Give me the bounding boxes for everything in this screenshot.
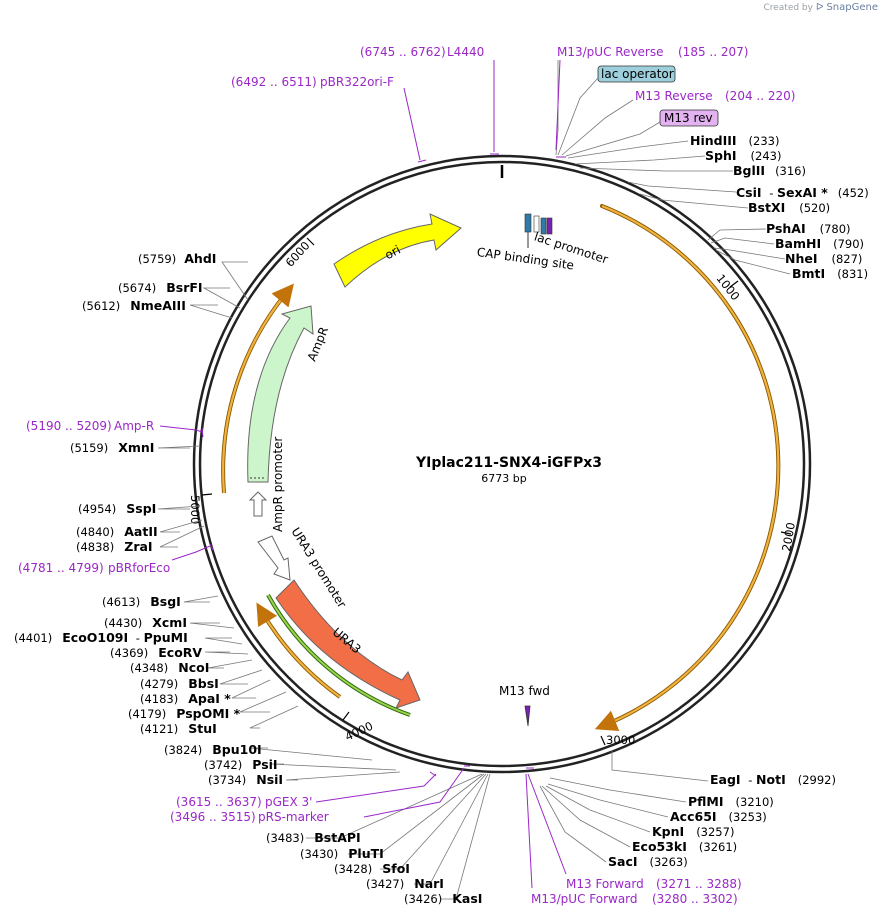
site-kasi: (3426)KasI <box>404 891 482 906</box>
site-pspomi: (4179)PspOMI * <box>128 706 241 721</box>
leader-lines <box>157 60 791 900</box>
primer-pos-pbr322: (6492 .. 6511) <box>231 75 317 89</box>
site-eco53ki: Eco53kI(3261) <box>632 839 737 854</box>
ori-feature <box>333 213 462 288</box>
site-nmeaiii: (5612)NmeAIII <box>82 298 186 313</box>
site-eagi-noti: EagI - NotI(2992) <box>710 772 836 787</box>
primer-name-m13-fwd: M13 Forward <box>566 877 644 891</box>
backbone-outer <box>192 154 812 774</box>
sites-right: HindIII(233) SphI(243) BglII(316) CsiI -… <box>608 133 869 869</box>
lac-operator-box <box>540 217 547 235</box>
site-hindiii: HindIII(233) <box>690 133 779 148</box>
orf-arc-ura <box>256 602 341 698</box>
site-bstapi: (3483)BstAPI <box>266 830 361 845</box>
primer-name-m13puc-rev: M13/pUC Reverse <box>557 45 664 59</box>
site-ncoi: (4348)NcoI <box>130 660 209 675</box>
tick-3000: 3000 <box>606 733 635 747</box>
primer-lines <box>159 59 567 889</box>
site-pflmi: PflMI(3210) <box>688 794 774 809</box>
site-xcmi: (4430)XcmI <box>104 615 187 630</box>
cap-binding-box <box>524 213 532 233</box>
lac-promoter-box <box>533 215 540 233</box>
site-sspi: (4954)SspI <box>78 501 156 516</box>
site-aatii: (4840)AatII <box>76 524 158 539</box>
lac-operator-text: lac operator <box>601 67 674 81</box>
primer-pos-pbrforeco: (4781 .. 4799) <box>18 561 104 575</box>
site-stui: (4121)StuI <box>140 721 217 736</box>
primer-pos-pgex: (3615 .. 3637) <box>176 795 262 809</box>
site-sfoi: (3428)SfoI <box>334 861 410 876</box>
site-xmni: (5159)XmnI <box>70 440 154 455</box>
site-ecorv: (4369)EcoRV <box>110 645 202 660</box>
primer-name-prs: pRS-marker <box>258 810 329 824</box>
site-bbsi: (4279)BbsI <box>140 676 219 691</box>
site-ecoo109i-ppumi: (4401)EcoO109I - PpuMI <box>14 630 188 645</box>
primer-name-ampr: Amp-R <box>114 419 154 433</box>
site-bamhi: BamHI(790) <box>775 236 864 251</box>
m13-fwd-label: M13 fwd <box>499 684 550 698</box>
site-ahdi: (5759)AhdI <box>138 251 216 266</box>
lac-operator-badge <box>597 65 676 83</box>
primer-pos-prs: (3496 .. 3515) <box>170 810 256 824</box>
m13-rev-badge <box>659 109 719 127</box>
primer-pos-m13puc-rev: (185 .. 207) <box>678 45 748 59</box>
site-bmti: BmtI(831) <box>792 266 868 281</box>
m13-fwd-feature <box>524 705 531 727</box>
site-pluti: (3430)PluTI <box>300 846 384 861</box>
site-csii-sexai: CsiI - SexAI *(452) <box>736 185 869 200</box>
ampr-promoter-label: AmpR promoter <box>271 437 285 532</box>
m13-rev-box <box>546 217 553 235</box>
site-nsii: (3734)NsiI <box>208 772 283 787</box>
credit-prefix: Created by <box>763 3 813 13</box>
site-nari: (3427)NarI <box>366 876 444 891</box>
tick-5000: 5000 <box>188 495 202 524</box>
backbone-inner <box>198 160 806 768</box>
orf-arc-right <box>594 204 780 731</box>
site-pshai: PshAI(780) <box>766 221 851 236</box>
snapgene-credit: Created by ᐅ SnapGene <box>763 2 878 13</box>
plasmid-length: 6773 bp <box>481 472 526 485</box>
site-bglii: BglII(316) <box>733 163 806 178</box>
site-bsrfi: (5674)BsrFI <box>118 280 203 295</box>
credit-brand: SnapGene <box>826 2 878 13</box>
primer-pos-m13-rev: (204 .. 220) <box>725 89 795 103</box>
site-bsgi: (4613)BsgI <box>102 594 181 609</box>
site-nhei: NheI(827) <box>785 251 862 266</box>
orf-arc-left <box>222 283 294 494</box>
primer-name-pbr322: pBR322ori-F <box>320 75 394 89</box>
ura3-feature <box>275 579 421 709</box>
primer-name-pbrforeco: pBRforEco <box>108 561 170 575</box>
site-zrai: (4838)ZraI <box>76 539 153 554</box>
primer-pos-m13puc-fwd: (3280 .. 3302) <box>652 892 738 906</box>
primer-name-m13puc-fwd: M13/pUC Forward <box>531 892 638 906</box>
site-psii: (3742)PsiI <box>204 757 278 772</box>
primer-pos-m13-fwd: (3271 .. 3288) <box>656 877 742 891</box>
m13-rev-text: M13 rev <box>664 111 713 125</box>
site-apai: (4183)ApaI * <box>140 691 231 706</box>
snapgene-logo-icon: ᐅ <box>815 2 824 13</box>
primer-name-pgex: pGEX 3' <box>265 795 312 809</box>
ampr-promoter-feature <box>248 491 268 517</box>
tick-2000: 2000 <box>779 521 798 552</box>
ori-label: ori <box>382 243 402 263</box>
site-bstxi: BstXI(520) <box>748 200 830 215</box>
ura3-green-line <box>267 594 411 716</box>
ampr-feature <box>247 305 314 483</box>
primer-name-l4440: L4440 <box>447 45 484 59</box>
site-saci: SacI(3263) <box>608 854 688 869</box>
plasmid-name: YIplac211-SNX4-iGFPx3 <box>415 455 602 471</box>
ura3-promoter-feature <box>257 535 291 581</box>
site-bpu10i: (3824)Bpu10I <box>164 742 262 757</box>
tick-marks <box>201 237 792 746</box>
sites-left: (5759)AhdI (5674)BsrFI (5612)NmeAIII (51… <box>14 251 482 906</box>
primer-name-m13-rev: M13 Reverse <box>635 89 713 103</box>
site-acc65i: Acc65I(3253) <box>670 809 767 824</box>
site-kpni: KpnI(3257) <box>652 824 734 839</box>
primer-pos-l4440: (6745 .. 6762) <box>360 45 446 59</box>
site-sphi: SphI(243) <box>705 148 781 163</box>
primer-pos-ampr: (5190 .. 5209) <box>26 419 112 433</box>
primer-labels: (6745 .. 6762) L4440 M13/pUC Reverse (18… <box>18 45 795 906</box>
